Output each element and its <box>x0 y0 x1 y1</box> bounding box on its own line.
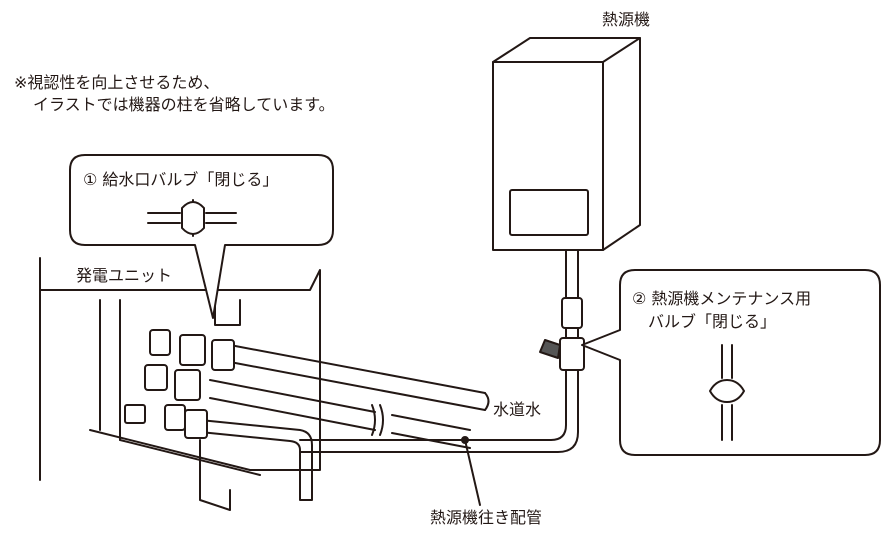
power-unit-label: 発電ユニット <box>76 266 173 285</box>
heater-label: 熱源機 <box>602 10 651 29</box>
callout-1-label: ① 給水口バルブ「閉じる」 <box>83 170 279 189</box>
water-pipes <box>199 344 490 501</box>
heater-supply-pipe <box>299 249 585 453</box>
callout-2-box <box>581 269 881 456</box>
callout-2-line-1: ② 熱源機メンテナンス用 <box>632 289 812 308</box>
tap-water-label: 水道水 <box>493 400 542 419</box>
callout-1-box <box>69 154 334 319</box>
note-line-1: ※視認性を向上させるため、 <box>14 73 220 92</box>
note-line-2: イラストでは機器の柱を省略しています。 <box>33 95 335 114</box>
power-generation-unit <box>39 257 321 511</box>
callout-2-line-2: バルブ「閉じる」 <box>648 312 777 331</box>
supply-pipe-label: 熱源機往き配管 <box>430 508 543 527</box>
pipe-label-leader <box>464 439 481 506</box>
heater-unit <box>492 37 641 251</box>
